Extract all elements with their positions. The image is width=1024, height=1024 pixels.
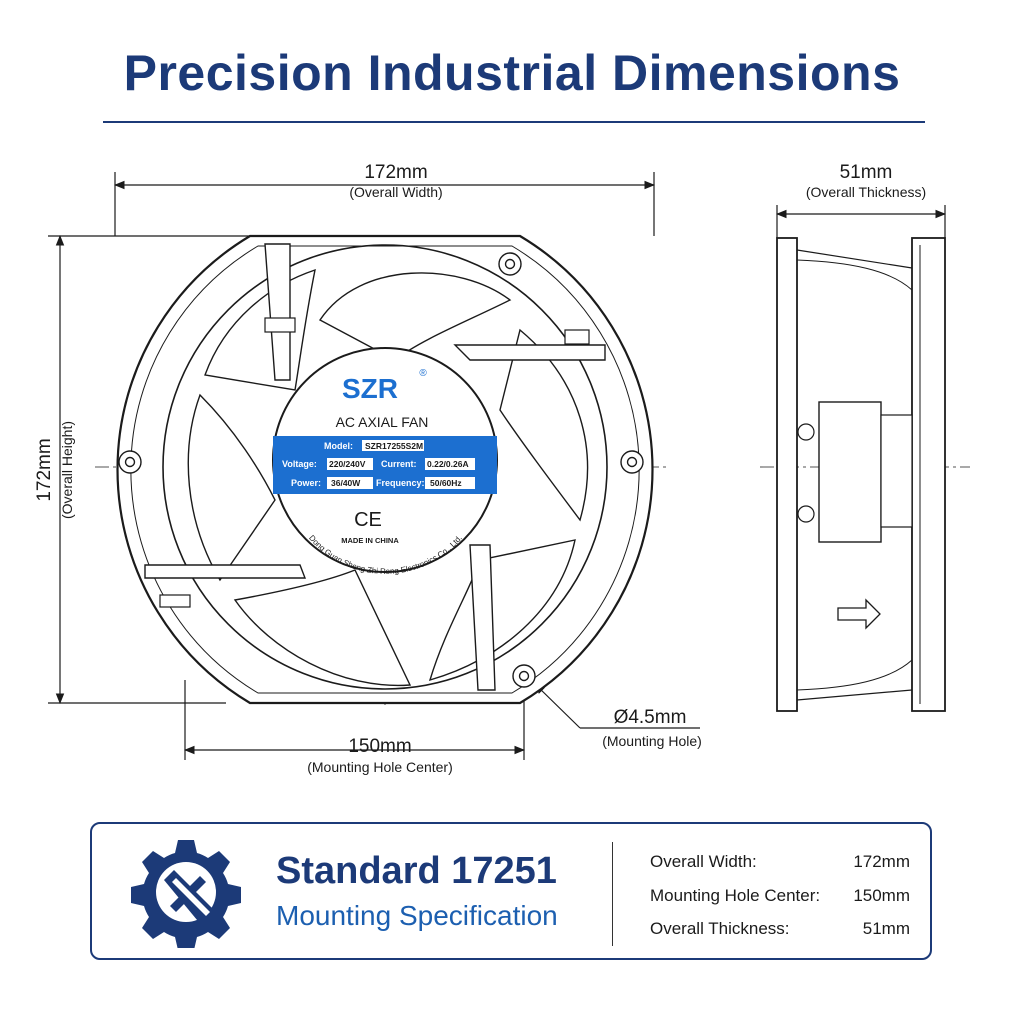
thickness-value: 51mm [840, 162, 893, 183]
hole-leader [534, 683, 700, 729]
spec-value: 172mm [853, 852, 910, 871]
title-divider [103, 121, 925, 123]
fan-side-view [760, 237, 970, 712]
width-label: (Overall Width) [349, 184, 442, 200]
airflow-arrow-icon [837, 598, 881, 630]
mounting-holes [118, 252, 644, 688]
spec-card: Standard 17251 Mounting Specification Ov… [90, 822, 932, 960]
current-value: 0.22/0.26A [427, 459, 469, 469]
spec-value: 150mm [853, 886, 910, 905]
height-label: (Overall Height) [59, 421, 75, 519]
fan-frame-inner [130, 245, 640, 694]
height-value: 172mm [34, 438, 55, 501]
fan-label: SZR ® AC AXIAL FAN Model: SZR17255S2M Vo… [273, 368, 497, 576]
standard-subtitle: Mounting Specification [276, 900, 558, 931]
model-key: Model: [324, 441, 353, 451]
current-key: Current: [381, 459, 417, 469]
gear-caliper-icon [131, 840, 241, 948]
spec-key: Overall Thickness: [650, 919, 790, 938]
hole-value: Ø4.5mm [614, 707, 687, 728]
fan-struts [144, 243, 606, 691]
voltage-value: 220/240V [329, 459, 366, 469]
ce-mark: CE [354, 509, 382, 531]
mounting-center-value: 150mm [348, 736, 411, 757]
fan-type: AC AXIAL FAN [336, 414, 429, 430]
registered-mark: ® [419, 368, 427, 379]
made-in-china: MADE IN CHINA [341, 536, 399, 545]
page-title: Precision Industrial Dimensions [123, 45, 901, 101]
mounting-center-label: (Mounting Hole Center) [307, 759, 453, 775]
hole-label: (Mounting Hole) [602, 733, 702, 749]
voltage-key: Voltage: [282, 459, 317, 469]
frequency-key: Frequency: [376, 478, 425, 488]
spec-key: Overall Width: [650, 852, 757, 871]
spec-key: Mounting Hole Center: [650, 886, 821, 905]
fan-brand: SZR [342, 373, 398, 404]
model-value: SZR17255S2M [365, 441, 423, 451]
thickness-label: (Overall Thickness) [806, 184, 926, 200]
card-divider [612, 842, 613, 946]
frequency-value: 50/60Hz [430, 478, 462, 488]
power-key: Power: [291, 478, 321, 488]
standard-title: Standard 17251 [276, 850, 557, 892]
width-value: 172mm [364, 162, 427, 183]
fan-blades [187, 268, 589, 687]
width-dimension [113, 172, 656, 236]
thickness-dimension [775, 205, 947, 238]
power-value: 36/40W [331, 478, 361, 488]
spec-value: 51mm [862, 919, 910, 938]
height-dimension [48, 234, 266, 705]
